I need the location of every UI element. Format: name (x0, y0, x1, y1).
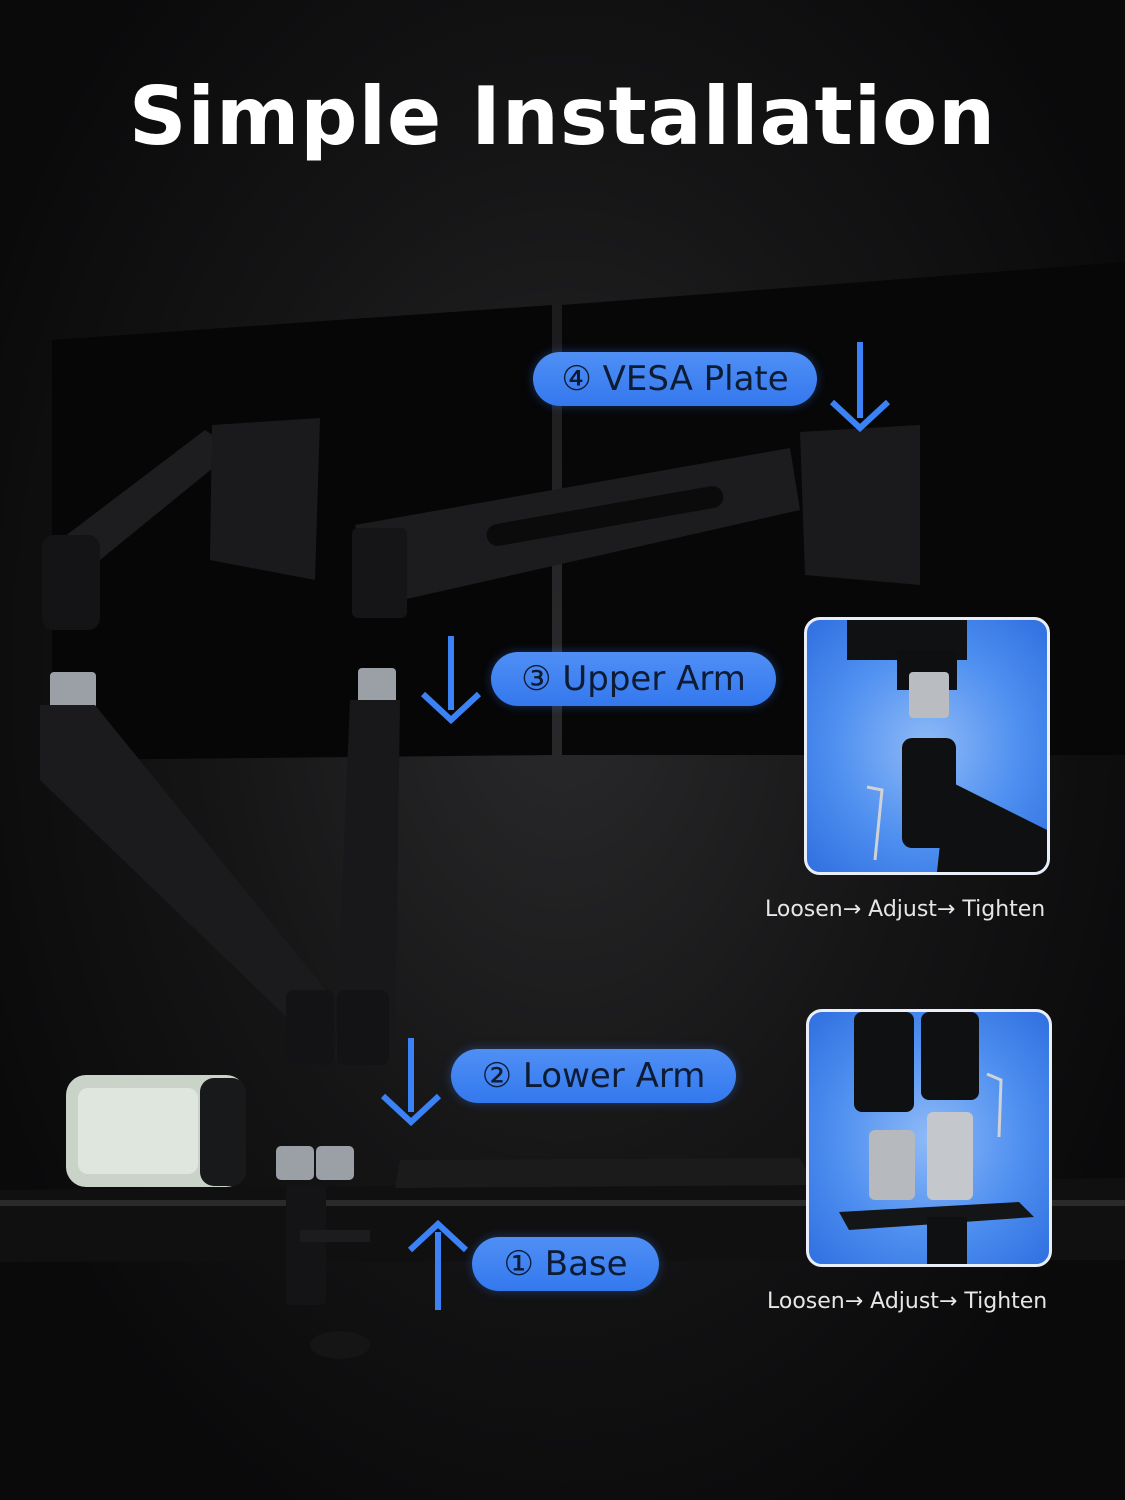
base-post-left (276, 1146, 314, 1180)
base-detail-image (839, 1012, 1034, 1264)
arrow-down-upper-arm-icon (420, 636, 482, 725)
right-lower-post (337, 990, 389, 1065)
left-lower-post (286, 990, 334, 1065)
base-post-right (316, 1146, 354, 1180)
upper-arm-instruction-caption: Loosen→ Adjust→ Tighten (765, 897, 1046, 922)
step-vesa-plate-label: ④ VESA Plate (533, 352, 817, 406)
upper-arm-detail-image (847, 620, 1047, 872)
desk-clamp (286, 1185, 326, 1305)
desk-edge (0, 1200, 1125, 1206)
right-upper-joint (352, 528, 407, 618)
clamp-knob (310, 1331, 370, 1359)
base-detail-inset (806, 1009, 1052, 1267)
radio-speaker (66, 1075, 246, 1187)
step-base-label: ① Base (472, 1237, 659, 1291)
page-title: Simple Installation (128, 70, 997, 163)
desk-pad (395, 1158, 815, 1188)
arrow-up-base-icon (407, 1219, 469, 1310)
arm-slot (486, 486, 724, 546)
left-vesa-plate (210, 418, 320, 580)
clamp-jaw (300, 1230, 370, 1242)
left-upper-joint (42, 535, 100, 630)
left-upper-arm (60, 430, 235, 560)
right-post-top (358, 668, 396, 706)
upper-arm-detail-inset (804, 617, 1050, 875)
step-upper-arm-label: ③ Upper Arm (491, 652, 776, 706)
step-lower-arm-label: ② Lower Arm (451, 1049, 736, 1103)
base-instruction-caption: Loosen→ Adjust→ Tighten (767, 1289, 1048, 1314)
right-vesa-plate (800, 425, 920, 585)
arrow-down-lower-arm-icon (380, 1038, 442, 1127)
left-post-top (50, 672, 96, 712)
right-lower-arm (335, 700, 400, 1060)
left-lower-arm (40, 705, 330, 1030)
arrow-down-vesa-icon (829, 342, 891, 433)
